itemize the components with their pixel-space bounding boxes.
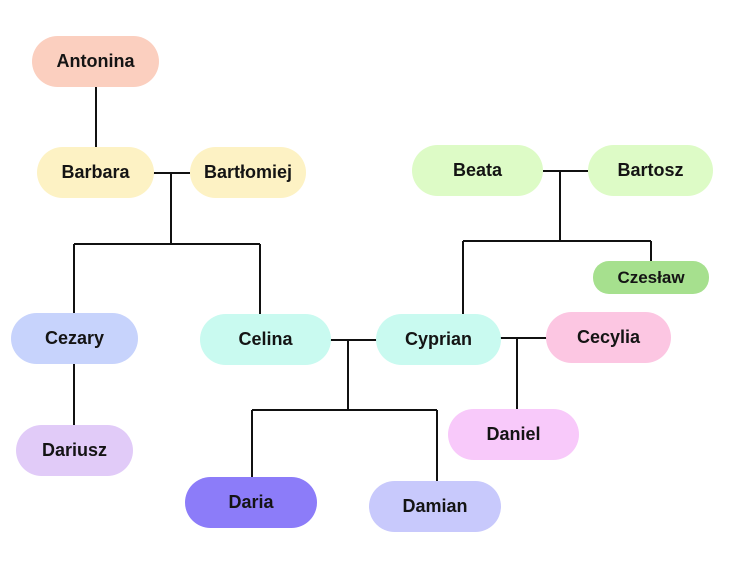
person-antonina: Antonina — [32, 36, 159, 87]
person-name: Cyprian — [404, 329, 473, 349]
person-celina: Celina — [200, 314, 331, 365]
person-name: Celina — [238, 329, 293, 349]
person-beata: Beata — [412, 145, 543, 196]
person-name: Cezary — [44, 328, 105, 348]
person-czeslaw: Czesław — [593, 261, 709, 294]
person-bartosz: Bartosz — [588, 145, 713, 196]
person-name: Cecylia — [576, 327, 641, 347]
person-name: Daria — [228, 492, 274, 512]
person-name: Bartłomiej — [203, 162, 293, 182]
person-daniel: Daniel — [448, 409, 579, 460]
person-name: Daniel — [486, 424, 541, 444]
person-name: Barbara — [61, 162, 130, 182]
person-bartlomiej: Bartłomiej — [190, 147, 306, 198]
person-dariusz: Dariusz — [16, 425, 133, 476]
person-cezary: Cezary — [11, 313, 138, 364]
person-barbara: Barbara — [37, 147, 154, 198]
person-damian: Damian — [369, 481, 501, 532]
person-name: Antonina — [56, 51, 135, 71]
person-name: Beata — [452, 160, 503, 180]
person-name: Dariusz — [41, 440, 108, 460]
person-daria: Daria — [185, 477, 317, 528]
person-cecylia: Cecylia — [546, 312, 671, 363]
person-name: Czesław — [617, 267, 685, 287]
person-cyprian: Cyprian — [376, 314, 501, 365]
person-name: Bartosz — [617, 160, 684, 180]
person-name: Damian — [402, 496, 468, 516]
